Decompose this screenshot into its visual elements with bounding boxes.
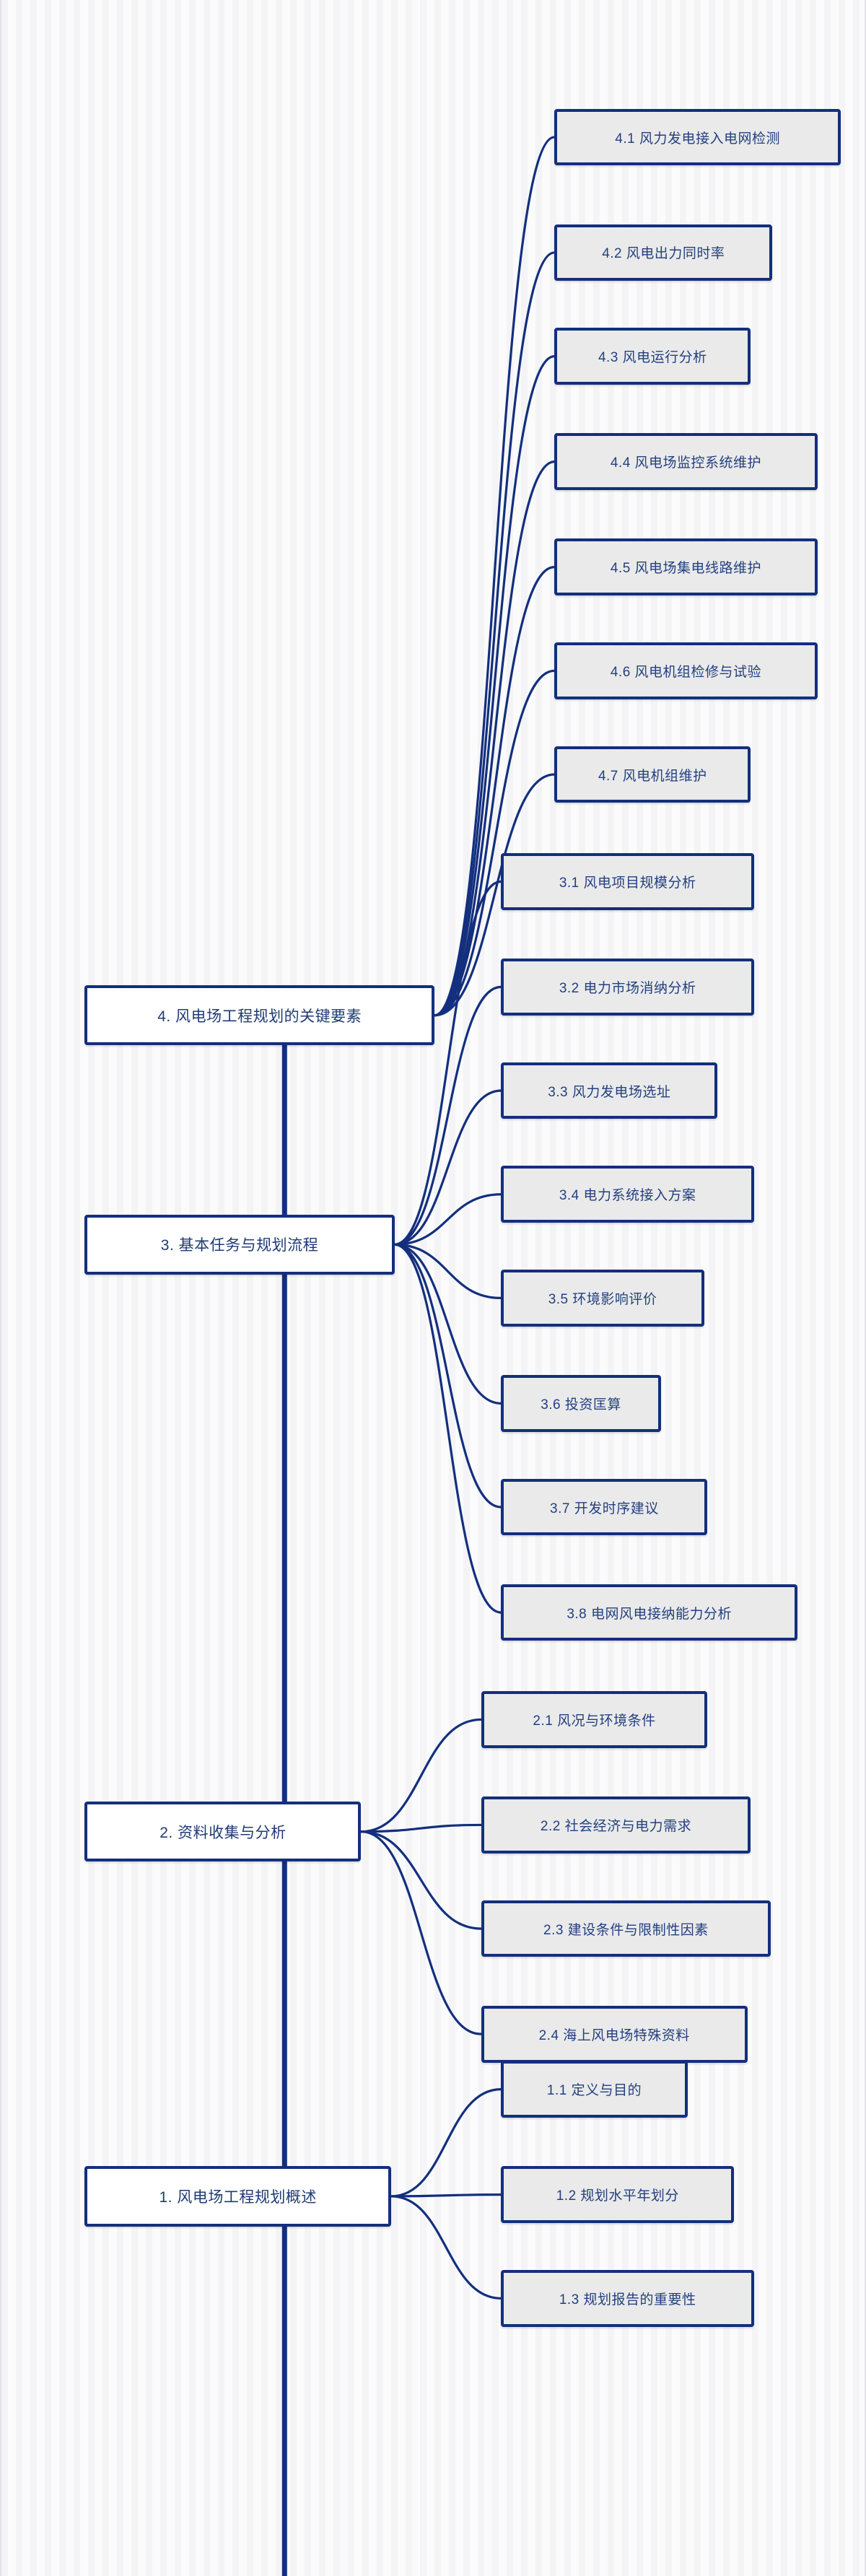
branch-node-b3[interactable]: 3. 基本任务与规划流程	[84, 1214, 395, 1275]
leaf-node-b3-4[interactable]: 3.5 环境影响评价	[501, 1270, 704, 1327]
leaf-node-b3-7[interactable]: 3.8 电网风电接纳能力分析	[501, 1584, 798, 1641]
leaf-node-b2-1[interactable]: 2.2 社会经济与电力需求	[481, 1796, 751, 1854]
leaf-node-b4-2[interactable]: 4.3 风电运行分析	[554, 328, 751, 385]
branch-node-b1[interactable]: 1. 风电场工程规划概述	[84, 2166, 391, 2227]
leaf-node-b3-6[interactable]: 3.7 开发时序建议	[501, 1478, 708, 1536]
leaf-node-b1-0[interactable]: 1.1 定义与目的	[501, 2061, 688, 2118]
leaf-node-b2-2[interactable]: 2.3 建设条件与限制性因素	[481, 1900, 771, 1957]
leaf-node-b4-1[interactable]: 4.2 风电出力同时率	[554, 224, 773, 281]
leaf-node-b2-3[interactable]: 2.4 海上风电场特殊资料	[481, 2005, 748, 2063]
leaf-node-b4-0[interactable]: 4.1 风力发电接入电网检测	[554, 108, 841, 166]
leaf-node-b4-6[interactable]: 4.7 风电机组维护	[554, 746, 751, 803]
leaf-node-b4-4[interactable]: 4.5 风电场集电线路维护	[554, 538, 818, 596]
leaf-node-b1-1[interactable]: 1.2 规划水平年划分	[501, 2166, 735, 2223]
leaf-node-b3-3[interactable]: 3.4 电力系统接入方案	[501, 1166, 755, 1223]
branch-node-b2[interactable]: 2. 资料收集与分析	[84, 1801, 362, 1862]
leaf-node-b2-0[interactable]: 2.1 风况与环境条件	[481, 1691, 708, 1748]
leaf-node-b4-3[interactable]: 4.4 风电场监控系统维护	[554, 433, 818, 491]
branch-node-b4[interactable]: 4. 风电场工程规划的关键要素	[84, 985, 434, 1046]
leaf-node-b3-0[interactable]: 3.1 风电项目规模分析	[501, 852, 755, 910]
leaf-node-b3-2[interactable]: 3.3 风力发电场选址	[501, 1062, 718, 1119]
leaf-node-b3-5[interactable]: 3.6 投资匡算	[501, 1375, 661, 1432]
leaf-node-b4-5[interactable]: 4.6 风电机组检修与试验	[554, 642, 818, 699]
leaf-node-b1-2[interactable]: 1.3 规划报告的重要性	[501, 2269, 755, 2327]
leaf-node-b3-1[interactable]: 3.2 电力市场消纳分析	[501, 958, 755, 1016]
